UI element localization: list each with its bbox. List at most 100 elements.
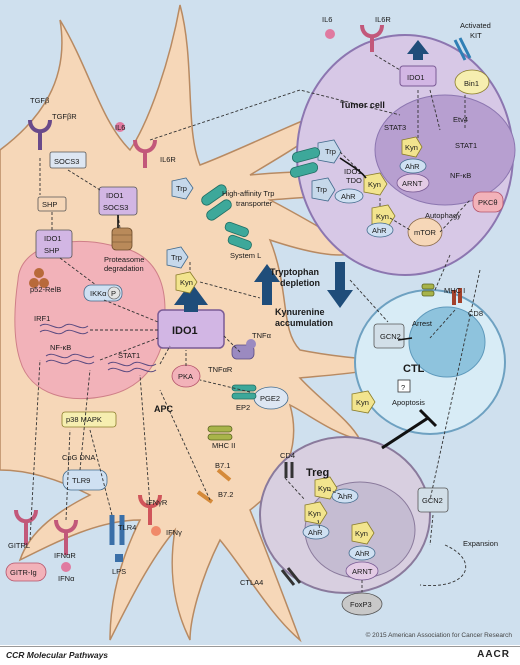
b7-receptor-icon: [196, 468, 232, 504]
label-proteasome-2: degradation: [104, 264, 144, 273]
label-il6r-apc: IL6R: [160, 155, 176, 164]
signaling-arrows: [29, 54, 481, 592]
dna-icon-irf1: [39, 323, 89, 335]
p52-relb-dot-2: [39, 278, 49, 288]
tnfa-dot: [246, 339, 256, 349]
label-etv4: Etv4: [453, 115, 468, 124]
mhcii-receptor-icon: [207, 425, 233, 441]
label-cd8: CD8: [468, 309, 483, 318]
aacr-logo: AACR: [477, 649, 510, 660]
trp-molecule-tumor-2: [311, 177, 336, 202]
label-gitrl: GITRL: [8, 541, 30, 550]
trp-molecule-1: [171, 177, 194, 200]
il6-dot-apc: [115, 122, 125, 132]
arnt-tumor-nucleus: [396, 173, 430, 193]
label-p38: p38 MAPK: [66, 415, 102, 424]
proteasome-icon: [111, 227, 133, 251]
label-lps: LPS: [112, 567, 126, 576]
trp-depletion-arrow: [327, 262, 353, 308]
solid-arrows: [117, 157, 413, 341]
dna-icon-stat1: [107, 361, 157, 373]
label-stat3-tumor: STAT3: [384, 123, 406, 132]
shp-box-top: [37, 196, 67, 212]
label-gitr-ig: GITR-Ig: [10, 568, 37, 577]
tlr9-box: [62, 469, 108, 491]
il6r-receptor-icon: [133, 139, 157, 168]
bin1-node: [454, 69, 490, 95]
label-kyn-1: Kyn: [180, 278, 193, 287]
label-nfkb-apc: NF-κB: [50, 343, 71, 352]
foxp3-node: [341, 592, 383, 616]
label-ido1-shp-b: SHP: [44, 246, 59, 255]
ahr-treg-3: [348, 545, 376, 561]
label-trp-tumor-1: Trp: [325, 147, 336, 156]
label-autophagy: Autophagy: [425, 211, 461, 220]
dna-icon-nfkb: [45, 353, 95, 365]
lps-dot: [115, 554, 123, 562]
label-gcn2-treg: GCN2: [422, 496, 443, 505]
cd4-receptor-icon: [284, 462, 294, 478]
label-il6-apc: IL6: [115, 123, 125, 132]
label-arnt-tumor: ARNT: [402, 179, 423, 188]
label-tlr4: TLR4: [118, 523, 136, 532]
label-ido1-tdo-2: TDO: [346, 176, 362, 185]
label-trp-transporter-1: High-affinity Trp: [222, 189, 274, 198]
apc-nucleus: [14, 240, 166, 400]
label-pka: PKA: [178, 372, 193, 381]
label-trp-tumor-2: Trp: [316, 185, 327, 194]
label-ifngr: IFNγR: [146, 498, 168, 507]
label-mhci: MHC I: [444, 286, 465, 295]
label-p: P: [111, 289, 116, 298]
p-phospho-circle: [107, 286, 121, 300]
il6-dot-tumor: [325, 29, 335, 39]
footer-journal: CCR Molecular Pathways: [6, 650, 109, 660]
label-apc: APC: [154, 404, 174, 414]
label-foxp3: FoxP3: [350, 600, 372, 609]
label-cpg-dna: CpG DNA: [62, 453, 95, 462]
label-tgfbr: TGFβR: [52, 112, 77, 121]
p52-relb-dot-3: [34, 268, 44, 278]
label-question: ?: [401, 383, 405, 392]
label-bin1: Bin1: [464, 79, 479, 88]
ido1-shp-box: [35, 229, 73, 259]
tumor-ido1-up-arrow: [407, 40, 429, 60]
label-kyn-tumor-1: Kyn: [368, 180, 381, 189]
label-arrest: Arrest: [412, 319, 433, 328]
label-ctla4: CTLA4: [240, 578, 263, 587]
label-ep2: EP2: [236, 403, 250, 412]
label-ahr-tumor-1: AhR: [341, 192, 356, 201]
gitrl-receptor-icon: [14, 509, 38, 545]
footer-bar: CCR Molecular Pathways AACR: [0, 646, 520, 665]
label-ahr-tumor-3: AhR: [405, 162, 420, 171]
label-kyn-treg-3: Kyn: [355, 529, 368, 538]
ctla4-receptor-icon: [280, 567, 302, 586]
ifng-dot: [151, 526, 161, 536]
label-tumor-cell: Tumor cell: [340, 100, 385, 110]
kyn-treg-2: [304, 501, 328, 525]
label-gcn2-ctl: GCN2: [380, 332, 401, 341]
label-arnt-treg: ARNT: [352, 567, 373, 576]
label-ctl: CTL: [403, 363, 425, 375]
mhci-receptor-icon: [421, 283, 435, 297]
kyn-accumulation-arrow: [254, 264, 280, 305]
label-tnfar: TNFαR: [208, 365, 233, 374]
label-treg: Treg: [306, 467, 329, 479]
label-ido1-tdo-1: IDO1: [344, 167, 362, 176]
kyn-tumor-nucleus: [401, 136, 423, 158]
tlr4-receptor-icon: [109, 515, 125, 545]
label-ido1-tumor: IDO1: [407, 73, 425, 82]
tgfbr-receptor-icon: [28, 119, 52, 150]
label-ikka: IKKα: [90, 289, 107, 298]
label-kyn-accum-1: Kynurenine: [275, 307, 325, 317]
label-ido1-shp-a: IDO1: [44, 234, 62, 243]
label-ahr-tumor-2: AhR: [372, 226, 387, 235]
label-ifna: IFNα: [58, 574, 75, 583]
label-apoptosis: Apoptosis: [392, 398, 425, 407]
label-ahr-treg-3: AhR: [355, 549, 370, 558]
ifna-dot: [61, 562, 71, 572]
label-b72: B7.2: [218, 490, 233, 499]
ctl-nucleus: [408, 306, 486, 378]
label-kyn-accum-2: accumulation: [275, 318, 333, 328]
p38-box: [61, 411, 117, 428]
